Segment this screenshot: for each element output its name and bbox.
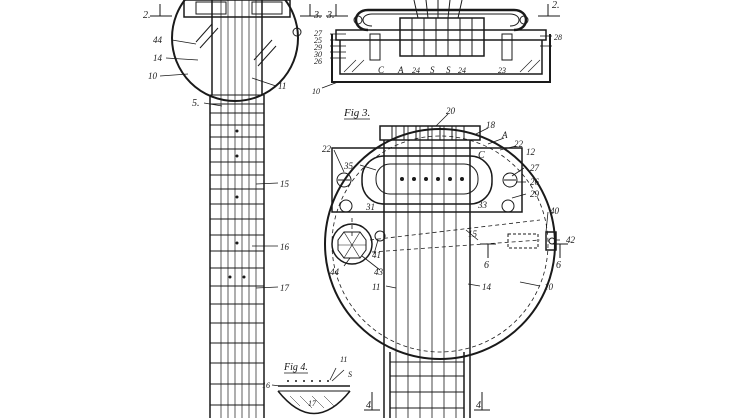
ref-label: 27: [530, 163, 540, 173]
ref-label: 10: [148, 71, 158, 81]
ref-label: 6: [484, 260, 489, 271]
ref-label: 17: [280, 283, 290, 293]
ref-label: 11: [278, 81, 286, 91]
ref-label: C: [478, 150, 485, 161]
ref-label: 2.: [552, 0, 560, 11]
ref-label: 29: [530, 189, 540, 199]
ref-label: 12: [526, 147, 536, 157]
ref-label: A: [501, 130, 508, 140]
ref-label: 14: [153, 53, 163, 63]
ref-label: 28: [554, 33, 562, 42]
figure-title: Fig 4.: [283, 362, 308, 373]
ref-label: 18: [486, 120, 496, 130]
ref-label: 27: [314, 29, 323, 38]
ref-label: 6: [556, 260, 561, 271]
ref-label: 35: [343, 161, 354, 171]
ref-label: 2.: [143, 10, 151, 21]
ref-label: 22: [514, 139, 524, 149]
ref-label: 11: [372, 282, 380, 292]
ref-label: 31: [365, 202, 375, 212]
ref-label: S: [348, 370, 352, 379]
ref-label: 24: [412, 66, 420, 75]
ref-label: 11: [340, 355, 347, 364]
ref-label: 4.: [366, 400, 374, 411]
ref-label: C: [378, 65, 385, 75]
ref-label: S: [430, 65, 435, 75]
ref-label: 20: [446, 106, 456, 116]
ref-label: 43: [374, 267, 384, 277]
ref-label: 25: [314, 36, 322, 45]
left-instrument-view: [150, 0, 322, 418]
ref-label: 14: [482, 282, 492, 292]
ref-label: 41: [372, 250, 381, 260]
ref-label: A: [397, 65, 404, 75]
ref-label: 15: [468, 229, 478, 239]
figure-title: Fig 3.: [343, 107, 370, 119]
ref-label: 23: [498, 66, 506, 75]
ref-label: 44: [330, 267, 340, 277]
ref-label: S: [446, 65, 451, 75]
ref-label: 5.: [192, 98, 200, 109]
ref-label: 10: [544, 282, 554, 292]
ref-label: 16: [262, 381, 270, 390]
ref-label: 33: [477, 200, 488, 210]
ref-label: 22: [322, 144, 332, 154]
ref-label: 29: [314, 43, 322, 52]
fig3-plan-view: [324, 113, 568, 418]
ref-label: 24: [458, 66, 466, 75]
ref-label: 16: [280, 242, 290, 252]
ref-label: 26: [314, 57, 322, 66]
ref-label: 26: [530, 177, 540, 187]
ref-label: 17: [308, 399, 317, 408]
ref-label: 3.: [313, 10, 322, 21]
ref-label: 44: [153, 35, 163, 45]
ref-label: 42: [566, 235, 576, 245]
ref-label: 30: [313, 50, 322, 59]
ref-label: 10: [312, 87, 320, 96]
pickup-section-view: [321, 0, 560, 89]
ref-label: 4.: [476, 400, 484, 411]
ref-label: 3.: [326, 10, 335, 21]
fig4-neck-section: [271, 367, 351, 415]
ref-label: 15: [280, 179, 290, 189]
ref-label: 40: [550, 206, 560, 216]
